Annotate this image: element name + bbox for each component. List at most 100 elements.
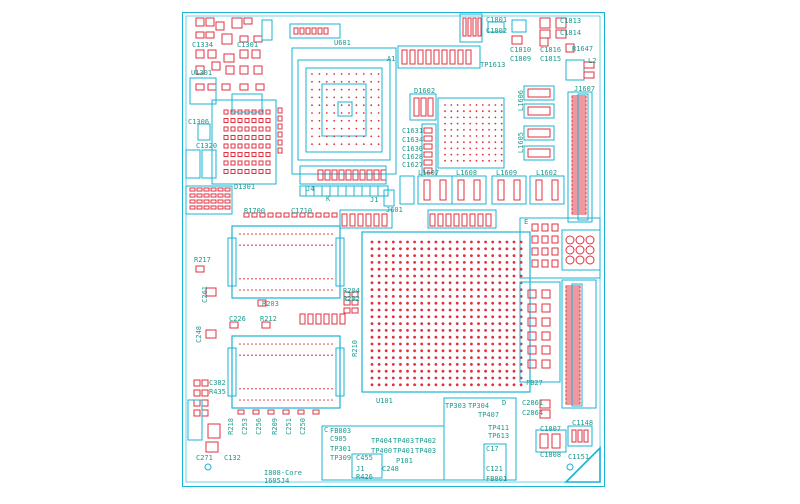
u1630-ball	[481, 122, 484, 125]
u1630-ball	[450, 104, 453, 106]
mem-top-ball	[251, 278, 253, 280]
pmic-pad	[237, 118, 243, 123]
r1610-group	[427, 209, 497, 229]
label-l1609: L1609	[496, 169, 518, 177]
u101-ball	[512, 369, 516, 373]
u101-ball	[391, 376, 395, 380]
mem-bottom-outline	[231, 335, 341, 409]
mem-top-ball	[271, 278, 273, 280]
u101-ball	[441, 342, 445, 346]
u1630-ball	[500, 141, 503, 144]
u601-ball	[318, 119, 321, 122]
pmic-pad	[265, 126, 271, 132]
mem-top-ball	[239, 244, 241, 246]
u101-ball	[427, 349, 431, 353]
u101-ball	[427, 363, 431, 366]
mem-bottom-ball	[267, 354, 269, 357]
u101-ball	[441, 295, 445, 298]
pmic-pad	[223, 109, 229, 115]
j2-pin	[565, 305, 581, 309]
u1630-ball	[494, 135, 497, 137]
u1630-ball	[500, 153, 503, 156]
u101-ball	[377, 322, 381, 325]
top-ic-pad	[441, 49, 448, 65]
mem-top-ball	[291, 289, 293, 291]
u1630-ball	[488, 147, 490, 150]
mem-top-ball	[263, 289, 265, 291]
u1630-ball	[456, 141, 459, 144]
right-mid-pad	[527, 303, 537, 313]
u101-ball	[448, 376, 452, 380]
label-c1813: C1813	[560, 17, 582, 25]
r1610-pad	[445, 213, 452, 227]
bottom-row-pad	[282, 409, 290, 415]
right-mid-outline	[519, 281, 561, 383]
r217-pad	[195, 265, 205, 273]
mem-top-ball	[299, 244, 301, 246]
u1630-ball	[488, 153, 490, 156]
u101-ball	[491, 267, 495, 271]
mem-top-side-right	[335, 237, 345, 287]
j2-pin	[565, 289, 581, 293]
mem-bottom-ball	[239, 354, 241, 357]
label-tp304: TP304	[468, 402, 490, 410]
u101-ball	[413, 329, 416, 332]
lower-inductor-pad	[457, 179, 465, 201]
u601-ball	[348, 112, 350, 114]
u601-ball	[340, 96, 343, 99]
c1148-pad	[583, 429, 589, 443]
u601-ball	[318, 127, 321, 130]
u601-ball	[370, 135, 373, 138]
right-mid-pad	[527, 317, 537, 327]
label-c253: C253	[241, 418, 249, 435]
label-c2864: C2864	[522, 409, 544, 417]
u101-ball	[384, 261, 388, 264]
c271-pad	[207, 423, 221, 439]
mem-bottom-ball	[323, 343, 325, 345]
mid-decap	[307, 313, 314, 325]
j1607-connector	[567, 91, 593, 223]
u101-ball	[477, 308, 480, 312]
mem-bottom-ball	[243, 399, 245, 401]
u101-top-decap	[341, 213, 348, 227]
c1816-pad	[539, 37, 549, 47]
u601-outline	[291, 47, 397, 175]
pmic-pad	[223, 160, 229, 166]
u601-ball	[370, 104, 373, 107]
u101-ball	[406, 274, 409, 278]
u601-ball	[340, 80, 343, 83]
u101-ball	[477, 288, 480, 291]
u101-ball	[391, 281, 395, 285]
bottom-row-pad	[237, 409, 245, 415]
u1630-ball	[494, 141, 497, 144]
resistor-bank-pad	[210, 193, 217, 198]
mem-bottom-ball	[287, 399, 289, 401]
mem-top-ball	[251, 289, 253, 291]
pmic-pad	[265, 152, 271, 157]
u101-ball	[484, 369, 487, 373]
u1630-ball	[463, 116, 465, 119]
mem-bottom-ball	[327, 399, 329, 401]
u601-ball	[340, 88, 343, 91]
u601-ball	[362, 143, 365, 146]
label-c1807: C1807	[540, 425, 562, 433]
u101-ball	[441, 301, 445, 305]
u601-ball	[355, 80, 358, 83]
c261-pad	[205, 287, 217, 297]
mem-top-ball	[283, 244, 285, 246]
u101-ball	[406, 301, 409, 305]
resistor-bank-pad	[210, 199, 217, 204]
u1630-ball	[475, 104, 478, 106]
mem-bottom-ball	[239, 388, 241, 390]
u101-ball	[413, 342, 416, 346]
u101-ball	[455, 335, 459, 339]
label-c455: C455	[356, 454, 373, 462]
u101-ball	[434, 329, 438, 332]
u1630-ball	[500, 135, 503, 137]
mem-bottom-ball	[303, 343, 305, 345]
u1630-ball	[469, 141, 472, 144]
u101-ball	[377, 349, 381, 353]
pmic-pad	[244, 160, 250, 166]
u101-ball	[399, 274, 402, 278]
u101-ball	[484, 342, 487, 346]
